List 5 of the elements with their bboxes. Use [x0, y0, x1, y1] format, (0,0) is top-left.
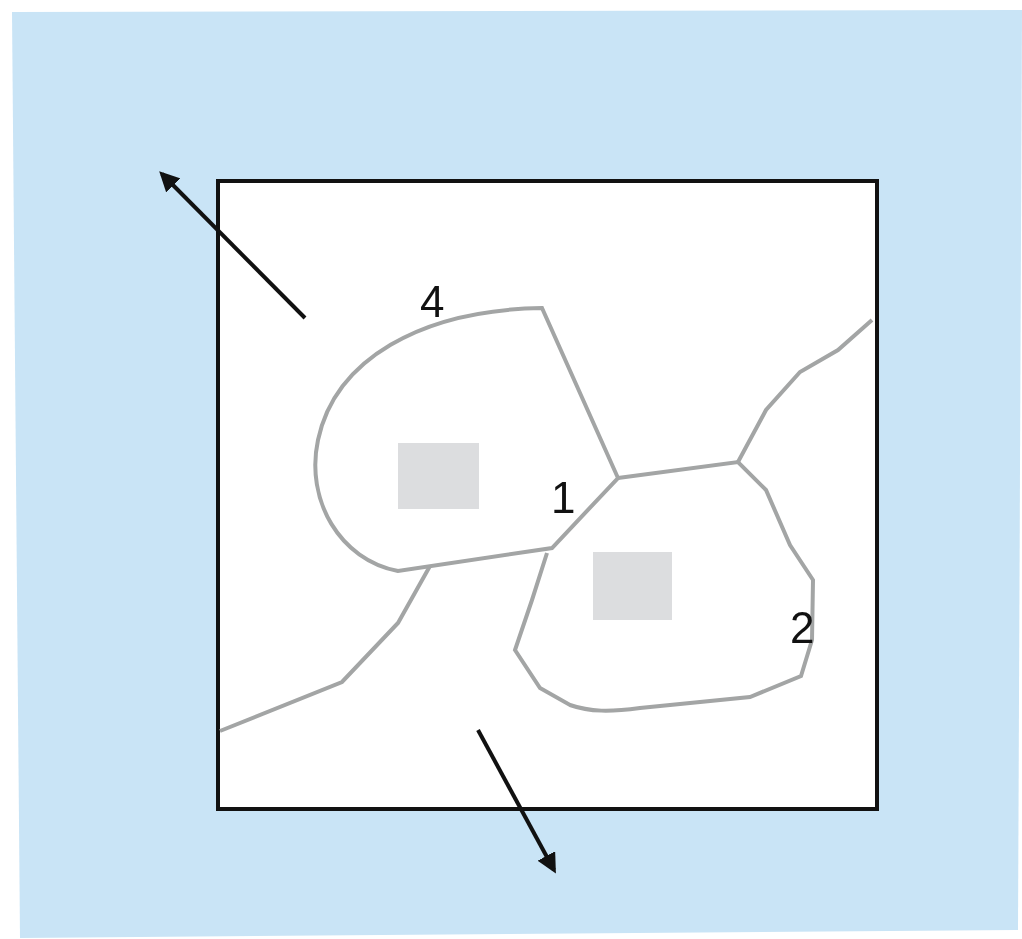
filled-square — [398, 443, 479, 509]
region-number: 4 — [420, 280, 445, 324]
region-number: 1 — [551, 476, 576, 520]
region-number: 2 — [790, 606, 815, 650]
filled-square — [593, 552, 672, 620]
